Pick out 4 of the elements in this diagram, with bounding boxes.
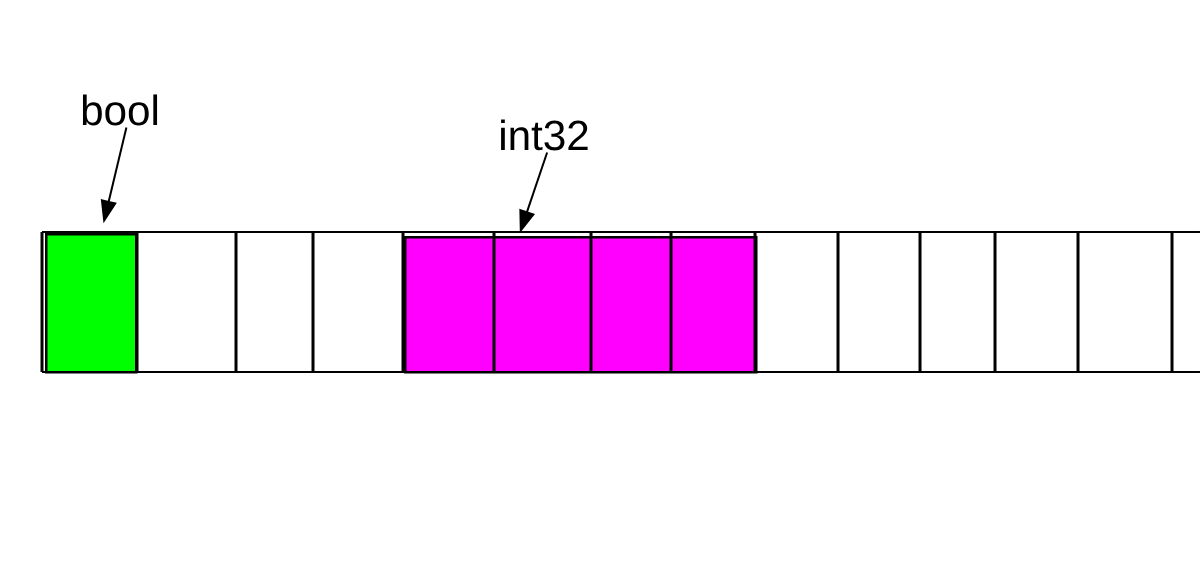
memory-cell [45, 233, 138, 374]
memory-cells [404, 236, 758, 374]
type-label: bool [82, 94, 158, 126]
type-label: int32 [501, 119, 588, 151]
